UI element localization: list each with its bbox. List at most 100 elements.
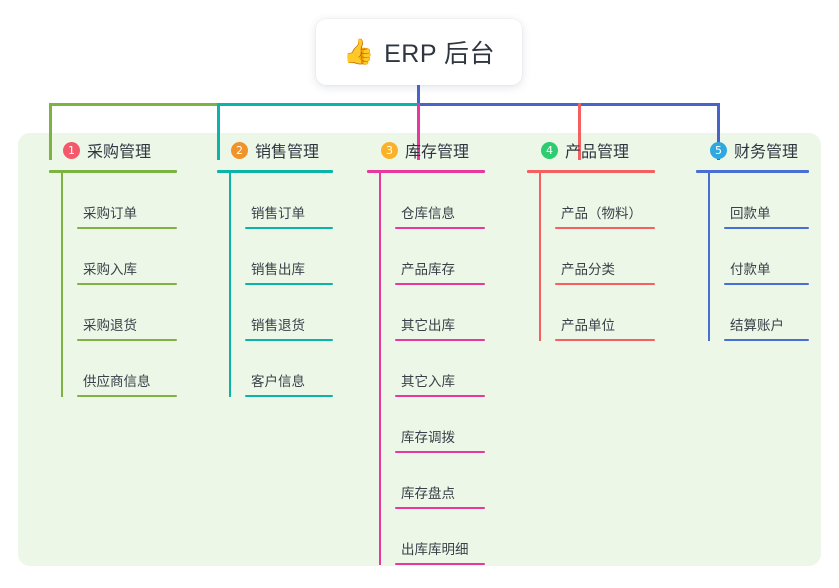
subitem-underline	[77, 339, 177, 341]
subitem-node[interactable]: 销售订单	[229, 173, 333, 229]
branch-column-2: 2 销售管理销售订单销售出库销售退货客户信息	[217, 133, 333, 397]
subitem-underline	[77, 395, 177, 397]
connector-drop-branch-2	[217, 103, 220, 160]
subitem-node[interactable]: 产品库存	[379, 229, 485, 285]
subitem-node[interactable]: 回款单	[708, 173, 809, 229]
branch-column-5: 5 财务管理回款单付款单结算账户	[696, 133, 809, 341]
subitem-node[interactable]: 结算账户	[708, 285, 809, 341]
branch-spine	[708, 173, 710, 341]
subitem-label: 库存盘点	[401, 486, 455, 501]
subitem-underline	[555, 283, 655, 285]
subitem-node[interactable]: 产品分类	[539, 229, 655, 285]
subitem-underline	[724, 283, 809, 285]
subitem-label: 仓库信息	[401, 206, 455, 221]
branch-subitem-list: 仓库信息产品库存其它出库其它入库库存调拨库存盘点出库库明细	[379, 173, 485, 565]
subitem-underline	[555, 339, 655, 341]
subitem-label: 产品单位	[561, 318, 615, 333]
subitem-label: 采购退货	[83, 318, 137, 333]
root-node-label: ERP 后台	[384, 40, 496, 68]
branch-column-1: 1 采购管理采购订单采购入库采购退货供应商信息	[49, 133, 177, 397]
subitem-node[interactable]: 其它入库	[379, 341, 485, 397]
subitem-underline	[724, 227, 809, 229]
thumbs-up-icon: 👍	[342, 37, 375, 66]
subitem-node[interactable]: 采购订单	[61, 173, 177, 229]
branch-accent-rule	[696, 170, 809, 173]
subitem-underline	[245, 227, 333, 229]
connector-drop-branch-1	[49, 103, 52, 160]
branch-accent-rule	[217, 170, 333, 173]
subitem-label: 采购入库	[83, 262, 137, 277]
root-node[interactable]: 👍 ERP 后台	[316, 19, 522, 85]
subitem-label: 回款单	[730, 206, 771, 221]
branch-header-2[interactable]: 2 销售管理	[217, 133, 333, 167]
subitem-node[interactable]: 仓库信息	[379, 173, 485, 229]
branch-title: 财务管理	[734, 144, 799, 161]
subitem-underline	[395, 563, 485, 565]
subitem-label: 其它出库	[401, 318, 455, 333]
branch-column-list: 1 采购管理采购订单采购入库采购退货供应商信息 2 销售管理销售订单销售出库销售退货客…	[18, 133, 821, 566]
branch-accent-rule	[527, 170, 655, 173]
connector-bus-segment-right	[417, 103, 719, 106]
subitem-underline	[77, 283, 177, 285]
subitem-label: 其它入库	[401, 374, 455, 389]
branch-accent-rule	[367, 170, 485, 173]
subitem-underline	[724, 339, 809, 341]
branch-header-5[interactable]: 5 财务管理	[696, 133, 809, 167]
subitem-node[interactable]: 库存调拨	[379, 397, 485, 453]
branch-spine	[229, 173, 231, 397]
subitem-node[interactable]: 库存盘点	[379, 453, 485, 509]
branch-title: 产品管理	[565, 144, 630, 161]
subitem-label: 出库库明细	[401, 542, 469, 557]
branch-number-badge: 5	[710, 141, 727, 159]
branch-number-badge: 2	[231, 141, 248, 159]
subitem-underline	[395, 451, 485, 453]
branch-subitem-list: 采购订单采购入库采购退货供应商信息	[61, 173, 177, 397]
branch-spine	[539, 173, 541, 341]
subitem-label: 产品（物料）	[561, 206, 642, 221]
subitem-node[interactable]: 出库库明细	[379, 509, 485, 565]
branch-spine	[379, 173, 381, 565]
branch-accent-rule	[49, 170, 177, 173]
subitem-underline	[77, 227, 177, 229]
subitem-underline	[245, 283, 333, 285]
subitem-node[interactable]: 其它出库	[379, 285, 485, 341]
branch-subitem-list: 销售订单销售出库销售退货客户信息	[229, 173, 333, 397]
subitem-node[interactable]: 销售退货	[229, 285, 333, 341]
branch-subitem-list: 回款单付款单结算账户	[708, 173, 809, 341]
subitem-underline	[245, 395, 333, 397]
subitem-underline	[555, 227, 655, 229]
subitem-label: 付款单	[730, 262, 771, 277]
subitem-node[interactable]: 客户信息	[229, 341, 333, 397]
connector-root-stem	[417, 85, 420, 105]
subitem-node[interactable]: 供应商信息	[61, 341, 177, 397]
subitem-label: 产品库存	[401, 262, 455, 277]
branch-column-3: 3 库存管理仓库信息产品库存其它出库其它入库库存调拨库存盘点出库库明细	[367, 133, 485, 565]
connector-bus-segment-middle	[218, 103, 419, 106]
branch-number-badge: 3	[381, 141, 398, 159]
subitem-node[interactable]: 产品（物料）	[539, 173, 655, 229]
diagram-background-panel	[18, 133, 821, 566]
connector-drop-branch-4	[578, 103, 581, 160]
branch-title: 库存管理	[405, 144, 470, 161]
subitem-node[interactable]: 采购入库	[61, 229, 177, 285]
subitem-underline	[395, 395, 485, 397]
subitem-underline	[395, 507, 485, 509]
branch-title: 销售管理	[255, 144, 320, 161]
subitem-underline	[395, 283, 485, 285]
branch-spine	[61, 173, 63, 397]
subitem-node[interactable]: 采购退货	[61, 285, 177, 341]
connector-drop-branch-5	[717, 103, 720, 160]
connector-drop-branch-3	[417, 103, 420, 160]
subitem-node[interactable]: 付款单	[708, 229, 809, 285]
branch-header-1[interactable]: 1 采购管理	[49, 133, 177, 167]
branch-number-badge: 1	[63, 141, 80, 159]
subitem-label: 销售出库	[251, 262, 305, 277]
subitem-node[interactable]: 产品单位	[539, 285, 655, 341]
subitem-label: 结算账户	[730, 318, 784, 333]
subitem-node[interactable]: 销售出库	[229, 229, 333, 285]
branch-header-3[interactable]: 3 库存管理	[367, 133, 485, 167]
branch-title: 采购管理	[87, 144, 152, 161]
